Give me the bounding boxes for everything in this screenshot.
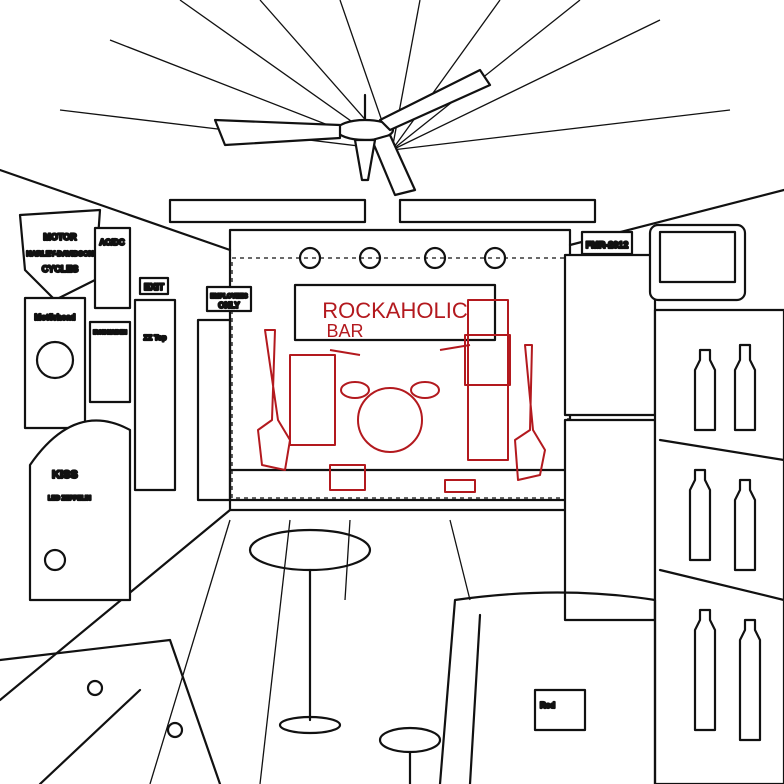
ceiling-fan [213, 68, 492, 197]
speaker-cabinets: FMR-2012 [563, 230, 657, 622]
liquor-shelves [653, 308, 784, 784]
svg-text:HARLEY-DAVIDSON: HARLEY-DAVIDSON [26, 251, 93, 258]
svg-text:EXIT: EXIT [144, 282, 165, 292]
iron-maiden-poster: IRON MAIDEN [88, 320, 132, 404]
svg-text:EMPLOYEES: EMPLOYEES [210, 294, 247, 300]
banner-line2: BAR [326, 321, 363, 341]
svg-text:MOTOR: MOTOR [43, 232, 77, 242]
harley-davidson-sign: MOTOR HARLEY-DAVIDSON CYCLES [18, 208, 102, 302]
pool-table [0, 638, 222, 784]
svg-text:LED ZEPPELIN: LED ZEPPELIN [48, 496, 91, 502]
jukebox: KISS LED ZEPPELIN [28, 419, 132, 602]
bar-stool [378, 726, 442, 784]
exit-sign: EXIT [138, 276, 170, 296]
bar-counter: Red [438, 591, 657, 784]
svg-text:Motörhead: Motörhead [35, 313, 76, 322]
fluorescent-lights [168, 198, 597, 270]
svg-text:ZZ Top: ZZ Top [144, 335, 167, 342]
floor-planks [149, 519, 471, 784]
svg-text:FMR-2012: FMR-2012 [586, 240, 629, 250]
svg-text:KISS: KISS [52, 469, 78, 481]
svg-text:CYCLES: CYCLES [42, 264, 79, 274]
acdc-poster: AC/DC [93, 226, 132, 310]
tv-monitor [648, 223, 747, 302]
stage-banner: ROCKAHOLIC BAR [293, 283, 497, 342]
svg-text:IRON MAIDEN: IRON MAIDEN [93, 330, 127, 336]
motorhead-poster: Motörhead [23, 296, 87, 430]
banner-line1: ROCKAHOLIC [322, 298, 468, 323]
employees-only-door: EMPLOYEES ONLY [196, 285, 253, 502]
door-left: ZZ Top [133, 298, 177, 492]
band-equipment [257, 299, 546, 493]
svg-text:Red: Red [540, 701, 555, 710]
svg-text:AC/DC: AC/DC [99, 238, 125, 247]
svg-text:ONLY: ONLY [218, 301, 240, 310]
bar-table [248, 528, 372, 735]
